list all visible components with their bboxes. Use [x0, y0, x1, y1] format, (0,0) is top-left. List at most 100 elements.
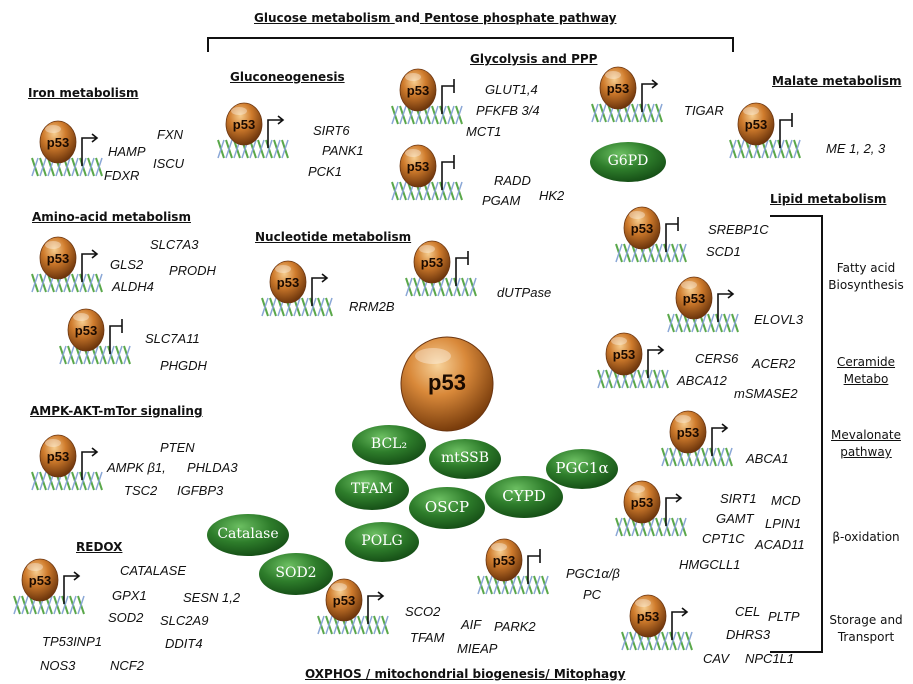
p53-bead-label: p53: [631, 221, 653, 236]
p53-glyph-oxphos-1: p53: [316, 576, 400, 640]
gene-park2: PARK2: [494, 619, 536, 634]
gene-catalase: CATALASE: [120, 563, 186, 578]
header-ampk: AMPK-AKT-mTor signaling: [30, 404, 203, 418]
p53-glyph-tigar: p53: [590, 64, 674, 128]
p53-bead-label: p53: [407, 159, 429, 174]
p53-bead: [39, 120, 77, 164]
p53-bead-label: p53: [407, 83, 429, 98]
label-storage-line1: Storage and: [829, 613, 903, 627]
gene-scd1: SCD1: [706, 244, 741, 259]
gene-radd: RADD: [494, 173, 531, 188]
gene-acer2: ACER2: [752, 356, 796, 371]
g6pd-protein: G6PD: [589, 141, 667, 183]
gene-pc: PC: [583, 587, 602, 602]
p53-glyph-graphic: p53: [391, 144, 463, 201]
p53-bead-label: p53: [637, 609, 659, 624]
p53-glyph-iron: p53: [30, 118, 114, 182]
center-p53-body: [400, 336, 494, 432]
gene-pank1: PANK1: [322, 143, 364, 158]
label-ceramide: Ceramide Metabo: [826, 354, 906, 388]
p53-bead: [485, 538, 523, 582]
p53-glyph-graphic: p53: [13, 558, 85, 615]
label-storage: Storage and Transport: [826, 612, 906, 646]
gene-elovl3: ELOVL3: [754, 312, 804, 327]
gene-pltp: PLTP: [768, 609, 800, 624]
label-mevalonate-line2: pathway: [840, 445, 892, 459]
gene-mct1: MCT1: [466, 124, 502, 139]
polg-label: POLG: [361, 533, 403, 549]
gene-phlda3: PHLDA3: [187, 460, 238, 475]
p53-bead: [737, 102, 775, 146]
activation-arrow-icon: [81, 249, 99, 282]
mtssb-protein: mtSSB: [428, 438, 502, 480]
glucose-bracket: [207, 37, 734, 52]
gene-cel: CEL: [735, 604, 761, 619]
repression-bar-icon: [441, 79, 455, 114]
gene-ncf2: NCF2: [110, 658, 144, 673]
header-amino-acid: Amino-acid metabolism: [32, 210, 191, 224]
p53-glyph-graphic: p53: [31, 120, 103, 177]
oscp-label: OSCP: [424, 498, 470, 516]
dna-helix-icon: [615, 517, 687, 537]
p53-bead-label: p53: [613, 347, 635, 362]
gene-gpx1: GPX1: [112, 588, 147, 603]
p53-bead: [21, 558, 59, 602]
p53-glyph-glycolysis-1: p53: [390, 66, 474, 130]
p53-glyph-graphic: p53: [597, 332, 669, 389]
p53-glyph-graphic: p53: [31, 434, 103, 491]
header-glucose: Glucose metabolism and Pentose phosphate…: [254, 11, 616, 25]
repression-bar-icon: [665, 217, 679, 252]
activation-arrow-icon: [717, 289, 735, 322]
gene-cers6: CERS6: [695, 351, 739, 366]
gene-cav: CAV: [703, 651, 730, 666]
gene-srebp1c: SREBP1C: [708, 222, 769, 237]
header-iron-metabolism: Iron metabolism: [28, 86, 139, 100]
p53-glyph-nucleotide-2: p53: [404, 238, 488, 302]
p53-bead: [269, 260, 307, 304]
gene-hamp: HAMP: [108, 144, 146, 159]
dna-helix-icon: [31, 273, 103, 293]
gene-tsc2: TSC2: [124, 483, 158, 498]
activation-arrow-icon: [267, 115, 285, 148]
pgc1a-protein: PGC1α: [545, 448, 619, 490]
p53-glyph-graphic: p53: [615, 206, 687, 263]
gene-sirt6: SIRT6: [313, 123, 350, 138]
label-fatty-acid: Fatty acid Biosynthesis: [826, 260, 906, 294]
p53-glyph-redox: p53: [12, 556, 96, 620]
dna-helix-icon: [597, 369, 669, 389]
p53-glyph-graphic: p53: [391, 68, 463, 125]
gene-pgam: PGAM: [482, 193, 521, 208]
repression-bar-icon: [109, 319, 123, 354]
p53-glyph-amino-1: p53: [30, 234, 114, 298]
gene-pten: PTEN: [160, 440, 195, 455]
activation-arrow-icon: [311, 273, 329, 306]
gene-mieap: MIEAP: [457, 641, 498, 656]
p53-bead-label: p53: [745, 117, 767, 132]
p53-glyph-graphic: p53: [405, 240, 477, 297]
p53-bead-label: p53: [333, 593, 355, 608]
activation-arrow-icon: [711, 423, 729, 456]
activation-arrow-icon: [641, 79, 659, 112]
gene-aldh4: ALDH4: [112, 279, 154, 294]
dna-helix-icon: [477, 575, 549, 595]
p53-glyph-lipid-elovl: p53: [666, 274, 750, 338]
header-glucose-metabolism: Glucose metabolism: [254, 11, 391, 25]
p53-bead: [629, 594, 667, 638]
oscp-protein: OSCP: [408, 486, 486, 530]
gene-ddit4: DDIT4: [165, 636, 203, 651]
cypd-protein: CYPD: [484, 475, 564, 519]
gene-sesn: SESN 1,2: [183, 590, 241, 605]
gene-abca1: ABCA1: [746, 451, 789, 466]
repression-bar-icon: [527, 549, 541, 584]
gene-lpin1: LPIN1: [765, 516, 802, 531]
label-storage-line2: Transport: [837, 630, 895, 644]
label-mevalonate: Mevalonate pathway: [826, 427, 906, 461]
p53-glyph-graphic: p53: [317, 578, 389, 635]
p53-glyph-graphic: p53: [477, 538, 549, 595]
dna-helix-icon: [405, 277, 477, 297]
p53-bead: [325, 578, 363, 622]
activation-arrow-icon: [81, 447, 99, 480]
p53-glyph-graphic: p53: [59, 308, 131, 365]
dna-helix-icon: [591, 103, 663, 123]
